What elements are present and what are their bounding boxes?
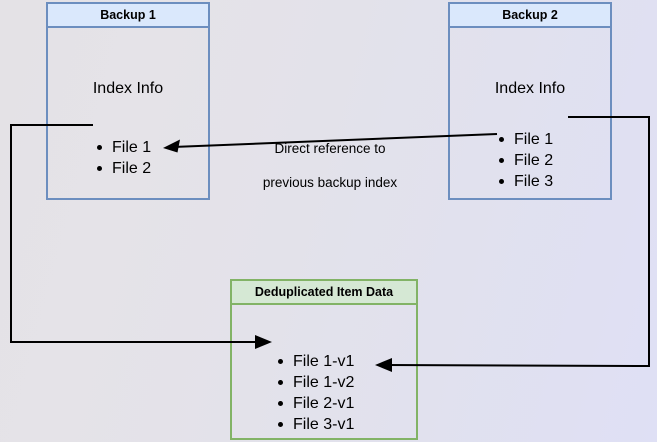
node-backup-2[interactable]: Backup 2 Index Info File 1 File 2 File 3 xyxy=(448,2,612,200)
node-backup-1-header: Backup 1 xyxy=(48,4,208,28)
list-item: File 3-v1 xyxy=(276,414,354,435)
node-dedup-header: Deduplicated Item Data xyxy=(232,281,416,305)
node-backup-2-body: Index Info File 1 File 2 File 3 xyxy=(450,28,610,198)
node-backup-1-file-list: File 1 File 2 xyxy=(95,137,151,179)
node-deduplicated-item-data[interactable]: Deduplicated Item Data File 1-v1 File 1-… xyxy=(230,279,418,440)
node-backup-1-body: Index Info File 1 File 2 xyxy=(48,28,208,198)
node-dedup-file-list: File 1-v1 File 1-v2 File 2-v1 File 3-v1 xyxy=(276,351,354,435)
list-item: File 3 xyxy=(497,171,553,192)
list-item: File 2 xyxy=(95,158,151,179)
node-dedup-body: File 1-v1 File 1-v2 File 2-v1 File 3-v1 xyxy=(232,305,416,438)
list-item: File 2-v1 xyxy=(276,393,354,414)
node-backup-1[interactable]: Backup 1 Index Info File 1 File 2 xyxy=(46,2,210,200)
list-item: File 1 xyxy=(497,129,553,150)
node-backup-2-index-label: Index Info xyxy=(494,80,566,97)
edge-label-line-1: Direct reference to xyxy=(274,141,386,156)
node-backup-1-index-label: Index Info xyxy=(92,80,164,97)
list-item: File 2 xyxy=(497,150,553,171)
node-backup-2-header: Backup 2 xyxy=(450,4,610,28)
list-item: File 1-v2 xyxy=(276,372,354,393)
list-item: File 1-v1 xyxy=(276,351,354,372)
edge-label-direct-reference: Direct reference to previous backup inde… xyxy=(245,123,415,208)
node-backup-2-file-list: File 1 File 2 File 3 xyxy=(497,129,553,192)
edge-label-line-2: previous backup index xyxy=(262,175,398,190)
list-item: File 1 xyxy=(95,137,151,158)
